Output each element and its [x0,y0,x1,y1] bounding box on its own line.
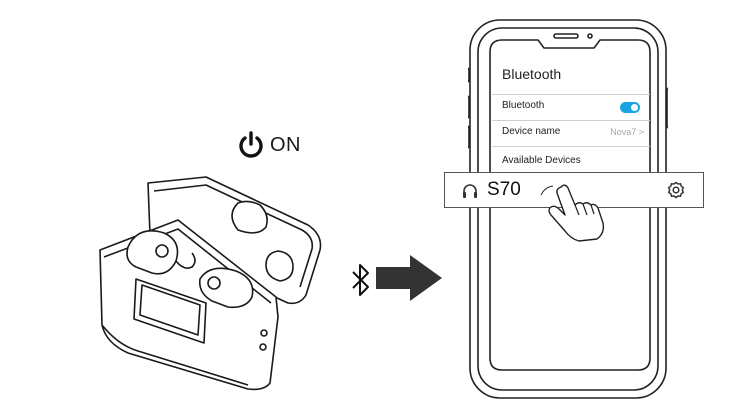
power-icon [239,131,263,158]
device-name: S70 [487,179,521,200]
power-on-indicator: ON [236,130,301,160]
device-name-label: Device name [502,126,561,137]
screen-title: Bluetooth [502,66,562,82]
bluetooth-icon [352,264,369,296]
bluetooth-row-label: Bluetooth [502,100,545,111]
device-name-row[interactable]: Device name Nova7 > [492,120,650,145]
earbuds-case [99,176,322,391]
pointing-hand-icon [540,184,605,242]
phone-outline [468,19,668,399]
right-arrow-icon [376,255,442,301]
available-devices-header: Available Devices [502,155,581,166]
headset-icon [463,184,477,198]
gear-icon[interactable] [667,181,685,199]
power-label: ON [270,133,301,156]
divider [492,146,650,148]
bluetooth-toggle[interactable] [620,102,640,113]
device-name-value: Nova7 > [610,127,644,137]
bluetooth-setting-row[interactable]: Bluetooth [492,94,650,119]
